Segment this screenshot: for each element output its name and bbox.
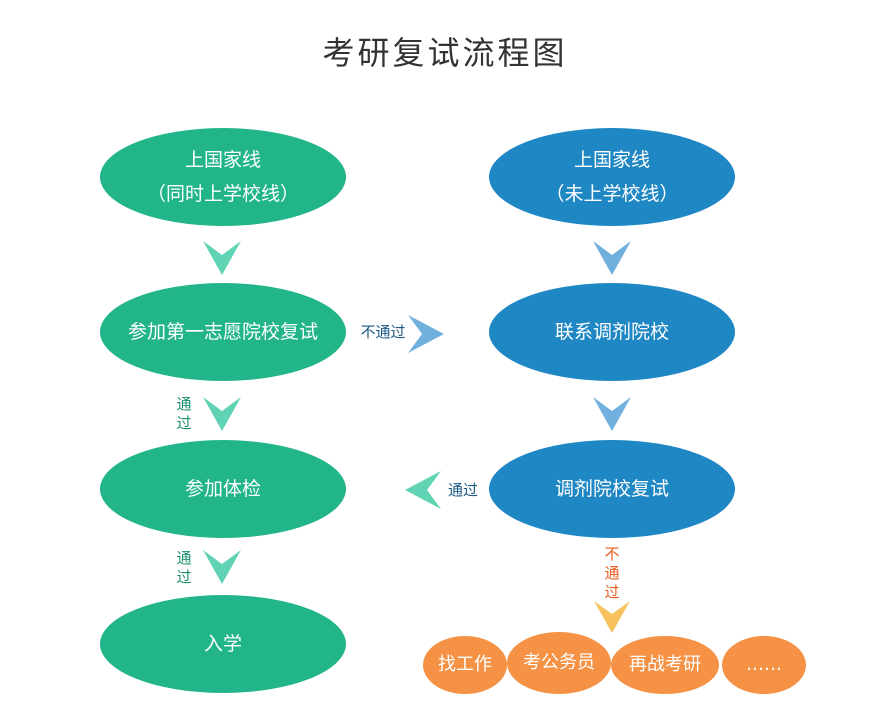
enroll-node: 入学 — [100, 595, 346, 693]
first-choice-retest-node: 参加第一志愿院校复试 — [100, 283, 346, 381]
start-right-line2: （未上学校线） — [545, 183, 679, 205]
physical-exam-label: 参加体检 — [184, 478, 261, 500]
option-label: …… — [746, 654, 782, 675]
arrow-down-icon — [593, 241, 631, 275]
option-label: 考公务员 — [523, 652, 595, 673]
pass-label-vertical: 通 过 — [176, 549, 192, 586]
arrow-left-icon — [405, 471, 441, 509]
start-right-line1: 上国家线 — [573, 149, 650, 171]
fail-label-vertical: 不 通 过 — [604, 545, 620, 601]
option-label: 找工作 — [438, 654, 492, 675]
option-retry-exam: 再战考研 — [611, 636, 719, 694]
contact-adjust-label: 联系调剂院校 — [554, 321, 669, 343]
enroll-label: 入学 — [203, 633, 242, 655]
start-node-left: 上国家线 （同时上学校线） — [100, 128, 346, 226]
physical-exam-node: 参加体检 — [100, 440, 346, 538]
option-label: 再战考研 — [629, 654, 701, 675]
arrow-down-icon — [594, 601, 630, 633]
page-title: 考研复试流程图 — [322, 34, 568, 72]
option-civil-service: 考公务员 — [507, 632, 611, 694]
arrow-right-icon — [408, 315, 444, 353]
first-choice-label: 参加第一志愿院校复试 — [127, 321, 318, 343]
option-find-job: 找工作 — [423, 636, 507, 694]
start-node-right: 上国家线 （未上学校线） — [489, 128, 735, 226]
contact-adjust-node: 联系调剂院校 — [489, 283, 735, 381]
option-more: …… — [722, 636, 806, 694]
pass-label-vertical: 通 过 — [176, 395, 192, 432]
start-left-line1: 上国家线 — [184, 149, 261, 171]
arrow-down-icon — [203, 550, 241, 584]
arrow-down-icon — [593, 397, 631, 431]
adjust-retest-label: 调剂院校复试 — [554, 478, 669, 500]
fail-label: 不通过 — [360, 323, 406, 341]
start-left-line2: （同时上学校线） — [146, 183, 299, 205]
arrow-down-icon — [203, 241, 241, 275]
arrow-down-icon — [203, 397, 241, 431]
pass-label: 通过 — [447, 481, 478, 499]
adjust-retest-node: 调剂院校复试 — [489, 440, 735, 538]
